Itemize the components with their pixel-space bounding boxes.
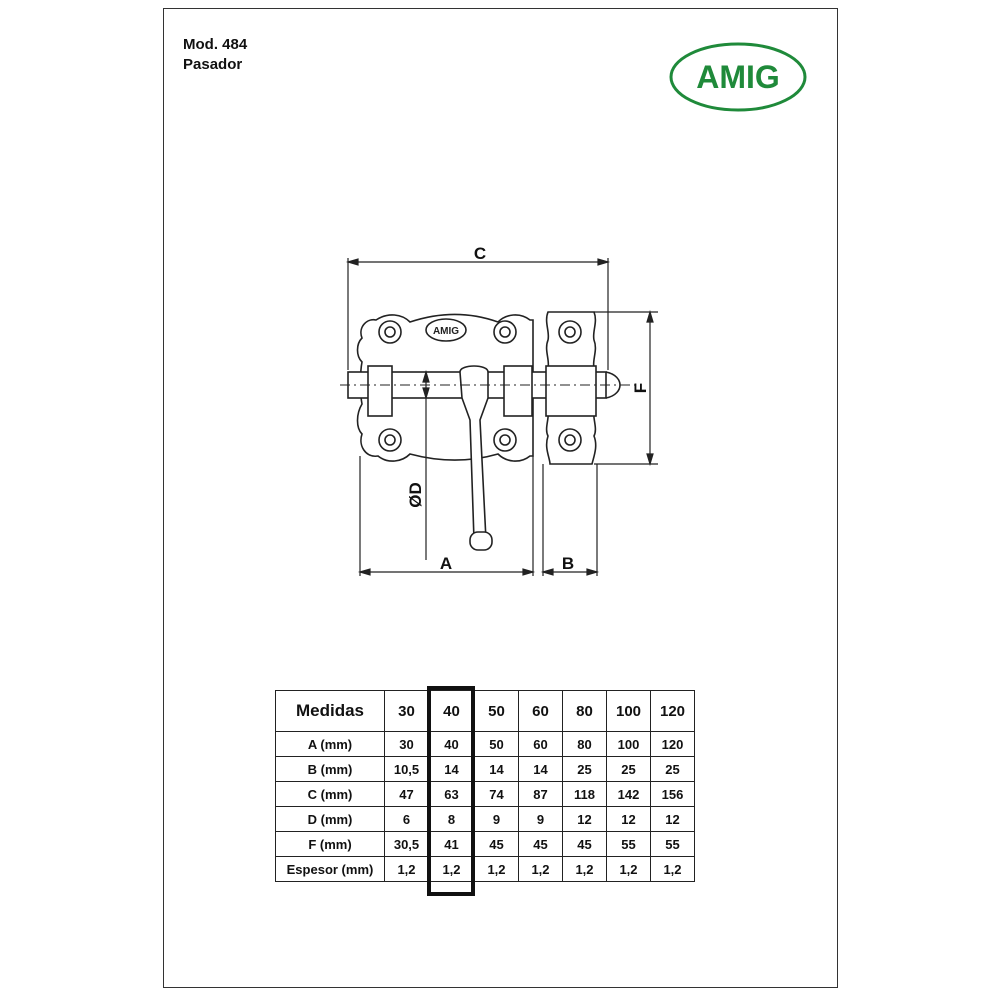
table-cell: 63 bbox=[428, 781, 475, 807]
dimensions-table: Medidas 30 40 50 60 80 100 120 A (mm) 30… bbox=[275, 690, 695, 882]
table-header-cell: 100 bbox=[606, 690, 651, 732]
table-row-label: F (mm) bbox=[275, 831, 385, 857]
bolt-guide bbox=[503, 365, 533, 417]
table-cell: 1,2 bbox=[518, 856, 563, 882]
table-cell: 8 bbox=[428, 806, 475, 832]
drawing-sheet-frame bbox=[163, 8, 838, 988]
product-name: Pasador bbox=[183, 56, 243, 73]
table-row: D (mm) 6 8 9 9 12 12 12 bbox=[275, 806, 695, 832]
table-cell: 14 bbox=[474, 756, 519, 782]
bolt-plate bbox=[356, 313, 534, 462]
dimension-label-c: C bbox=[474, 244, 486, 263]
dimension-label-f: F bbox=[631, 383, 650, 393]
table-cell: 14 bbox=[518, 756, 563, 782]
table-cell: 1,2 bbox=[474, 856, 519, 882]
table-cell: 25 bbox=[606, 756, 651, 782]
table-header-row: Medidas 30 40 50 60 80 100 120 bbox=[275, 690, 695, 732]
table-cell: 25 bbox=[562, 756, 607, 782]
table-row: A (mm) 30 40 50 60 80 100 120 bbox=[275, 731, 695, 757]
table-row-label: D (mm) bbox=[275, 806, 385, 832]
table-cell: 25 bbox=[650, 756, 695, 782]
dimension-label-b: B bbox=[562, 554, 574, 573]
stamp-text: AMIG bbox=[433, 326, 459, 337]
table-header-cell: 40 bbox=[428, 690, 475, 732]
dimension-label-a: A bbox=[440, 554, 452, 573]
table-cell: 30 bbox=[384, 731, 429, 757]
table-cell: 74 bbox=[474, 781, 519, 807]
table-cell: 60 bbox=[518, 731, 563, 757]
table-cell: 1,2 bbox=[650, 856, 695, 882]
table-header-cell: 120 bbox=[650, 690, 695, 732]
table-cell: 47 bbox=[384, 781, 429, 807]
table-cell: 55 bbox=[606, 831, 651, 857]
table-cell: 1,2 bbox=[428, 856, 475, 882]
screw-hole bbox=[378, 320, 402, 344]
table-cell: 142 bbox=[606, 781, 651, 807]
table-cell: 1,2 bbox=[562, 856, 607, 882]
table-cell: 12 bbox=[562, 806, 607, 832]
screw-hole bbox=[493, 428, 517, 452]
table-cell: 6 bbox=[384, 806, 429, 832]
table-cell: 45 bbox=[562, 831, 607, 857]
table-cell: 40 bbox=[428, 731, 475, 757]
table-cell: 12 bbox=[650, 806, 695, 832]
table-cell: 9 bbox=[518, 806, 563, 832]
table-cell: 50 bbox=[474, 731, 519, 757]
table-cell: 1,2 bbox=[384, 856, 429, 882]
table-row-label: C (mm) bbox=[275, 781, 385, 807]
table-cell: 1,2 bbox=[606, 856, 651, 882]
bolt-handle bbox=[459, 365, 489, 541]
table-cell: 9 bbox=[474, 806, 519, 832]
table-header-cell: Medidas bbox=[275, 690, 385, 732]
table-cell: 41 bbox=[428, 831, 475, 857]
keeper-guide bbox=[545, 365, 597, 417]
table-header-cell: 50 bbox=[474, 690, 519, 732]
table-cell: 80 bbox=[562, 731, 607, 757]
table-cell: 45 bbox=[474, 831, 519, 857]
table-row-label: A (mm) bbox=[275, 731, 385, 757]
table-cell: 87 bbox=[518, 781, 563, 807]
dimension-label-d: ØD bbox=[406, 482, 425, 508]
screw-hole bbox=[493, 320, 517, 344]
table-header-cell: 80 bbox=[562, 690, 607, 732]
table-row: Espesor (mm) 1,2 1,2 1,2 1,2 1,2 1,2 1,2 bbox=[275, 856, 695, 882]
table-cell: 45 bbox=[518, 831, 563, 857]
table-cell: 120 bbox=[650, 731, 695, 757]
table-row: C (mm) 47 63 74 87 118 142 156 bbox=[275, 781, 695, 807]
table-cell: 10,5 bbox=[384, 756, 429, 782]
table-header-cell: 30 bbox=[384, 690, 429, 732]
table-cell: 12 bbox=[606, 806, 651, 832]
table-row: F (mm) 30,5 41 45 45 45 55 55 bbox=[275, 831, 695, 857]
screw-hole bbox=[558, 428, 582, 452]
bolt-guide bbox=[367, 365, 393, 417]
table-cell: 156 bbox=[650, 781, 695, 807]
table-cell: 100 bbox=[606, 731, 651, 757]
table-row-label: B (mm) bbox=[275, 756, 385, 782]
stamp-oval bbox=[425, 318, 467, 342]
screw-hole bbox=[378, 428, 402, 452]
model-title: Mod. 484 bbox=[183, 36, 248, 53]
keeper-plate bbox=[545, 311, 597, 465]
table-row-label: Espesor (mm) bbox=[275, 856, 385, 882]
table-cell: 118 bbox=[562, 781, 607, 807]
table-header-cell: 60 bbox=[518, 690, 563, 732]
table-cell: 55 bbox=[650, 831, 695, 857]
brand-logo-text: AMIG bbox=[696, 59, 780, 95]
table-cell: 14 bbox=[428, 756, 475, 782]
screw-hole bbox=[558, 320, 582, 344]
table-cell: 30,5 bbox=[384, 831, 429, 857]
table-row: B (mm) 10,5 14 14 14 25 25 25 bbox=[275, 756, 695, 782]
brand-logo: AMIG bbox=[669, 42, 807, 112]
